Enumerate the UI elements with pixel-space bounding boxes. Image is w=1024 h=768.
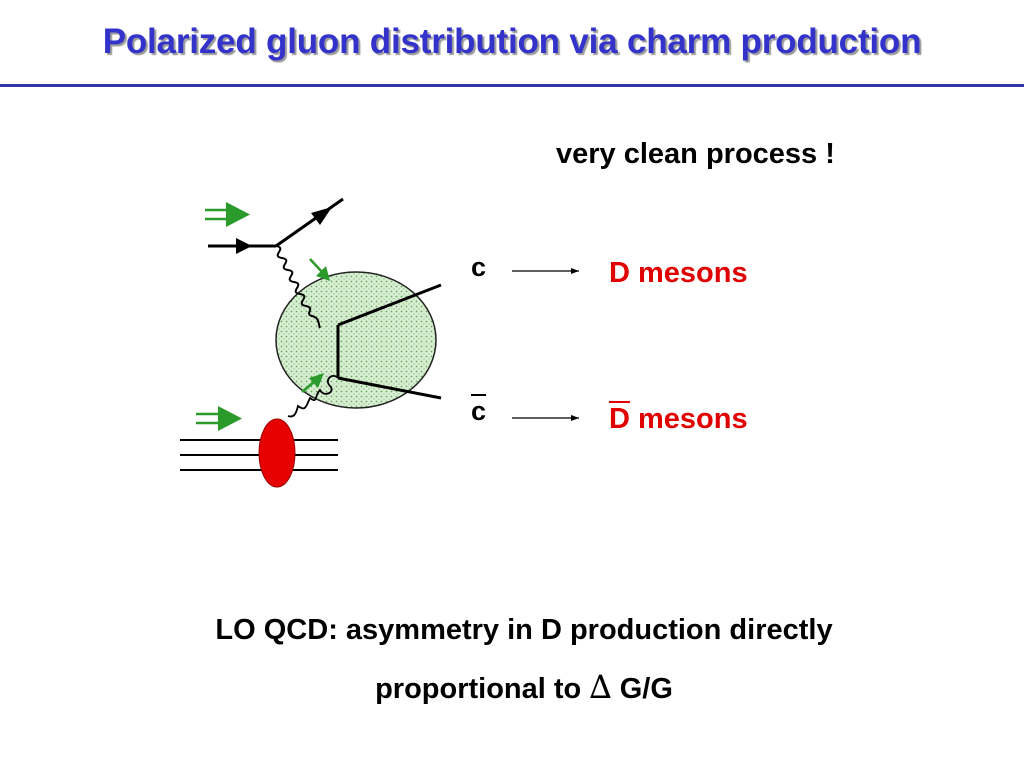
scattered-lepton-line xyxy=(275,197,344,248)
charm-quark-line xyxy=(337,283,442,327)
slide-title: Polarized gluon distribution via charm p… xyxy=(102,22,922,61)
interaction-blob xyxy=(275,271,437,409)
clean-process-note: very clean process ! xyxy=(556,138,835,170)
d-meson-text: mesons xyxy=(629,257,748,289)
conclusion-line-1: LO QCD: asymmetry in D production direct… xyxy=(215,614,833,646)
anticharm-quark-label: c xyxy=(471,396,487,426)
dbar-mesons-label: D mesons xyxy=(609,403,748,436)
d-mesons-label: D mesons xyxy=(609,257,748,290)
gluon-line xyxy=(287,374,339,418)
beam-polarization-arrowhead xyxy=(226,202,250,227)
proton-blob xyxy=(258,418,296,488)
virtual-photon-line xyxy=(275,245,321,329)
photon-polarization-arrowhead xyxy=(316,266,330,281)
title-divider xyxy=(0,84,1024,87)
gluon-polarization-arrow xyxy=(301,381,315,393)
delta-symbol: ∆ xyxy=(589,668,612,706)
scattered-lepton-arrow xyxy=(311,207,332,225)
gluon-polarization-arrowhead xyxy=(309,373,324,388)
target-polarization-arrow xyxy=(196,412,222,425)
beam-polarization-arrow xyxy=(205,208,230,221)
anticharm-quark-line xyxy=(337,376,442,400)
d-meson-letter: D xyxy=(609,257,630,289)
dbar-meson-letter: D xyxy=(609,403,630,435)
photon-polarization-arrow xyxy=(309,258,323,273)
conclusion-text-post: G/G xyxy=(611,673,673,705)
target-polarization-arrowhead xyxy=(218,406,242,431)
dbar-meson-text: mesons xyxy=(629,403,748,435)
conclusion-line-2: proportional to ∆ G/G xyxy=(0,668,1024,706)
incoming-lepton-arrow xyxy=(236,238,252,254)
conclusion-text-pre: proportional to xyxy=(375,673,590,705)
charm-quark-label: c xyxy=(471,252,487,282)
